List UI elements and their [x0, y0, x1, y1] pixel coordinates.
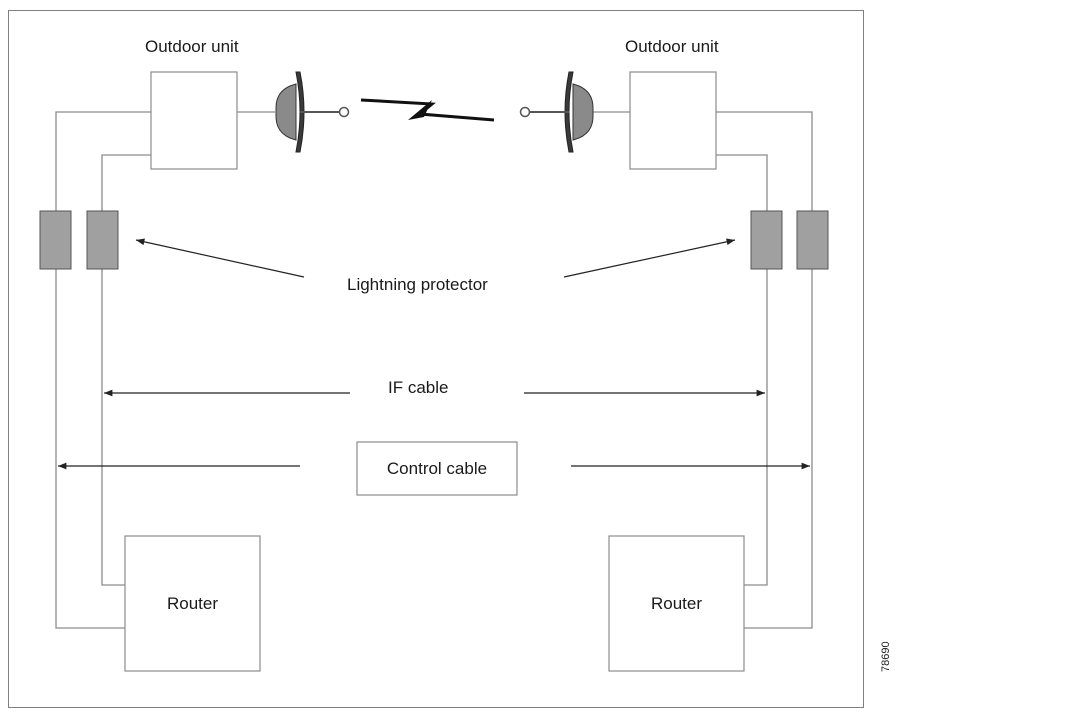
outdoor-unit-right-box	[629, 71, 717, 170]
control-cable-box	[356, 441, 518, 496]
right-cables	[593, 111, 813, 629]
control-cable-label: Control cable	[386, 458, 488, 478]
lightning-protector-left-inner	[86, 210, 119, 270]
outdoor-unit-left-label: Outdoor unit	[145, 37, 239, 56]
antenna-right-icon	[519, 71, 594, 153]
left-cables	[55, 111, 275, 629]
lightning-protector-arrow-left	[135, 238, 305, 278]
lightning-protector-arrow-right	[563, 238, 736, 278]
lightning-protector-right-outer	[796, 210, 829, 270]
lightning-protector-left-outer	[39, 210, 72, 270]
router-left-box	[124, 535, 261, 672]
outdoor-unit-left-box	[150, 71, 238, 170]
router-right-label: Router	[650, 593, 703, 613]
outdoor-unit-right-label: Outdoor unit	[625, 37, 719, 56]
if-cable-label: IF cable	[388, 378, 449, 397]
diagram-frame	[8, 10, 864, 708]
lightning-protector-label: Lightning protector	[347, 275, 488, 294]
antenna-left-icon	[275, 71, 350, 153]
wireless-link-icon	[360, 98, 495, 122]
figure-id: 78690	[880, 641, 892, 672]
router-right-box	[608, 535, 745, 672]
router-left-label: Router	[166, 593, 219, 613]
lightning-protector-right-inner	[750, 210, 783, 270]
